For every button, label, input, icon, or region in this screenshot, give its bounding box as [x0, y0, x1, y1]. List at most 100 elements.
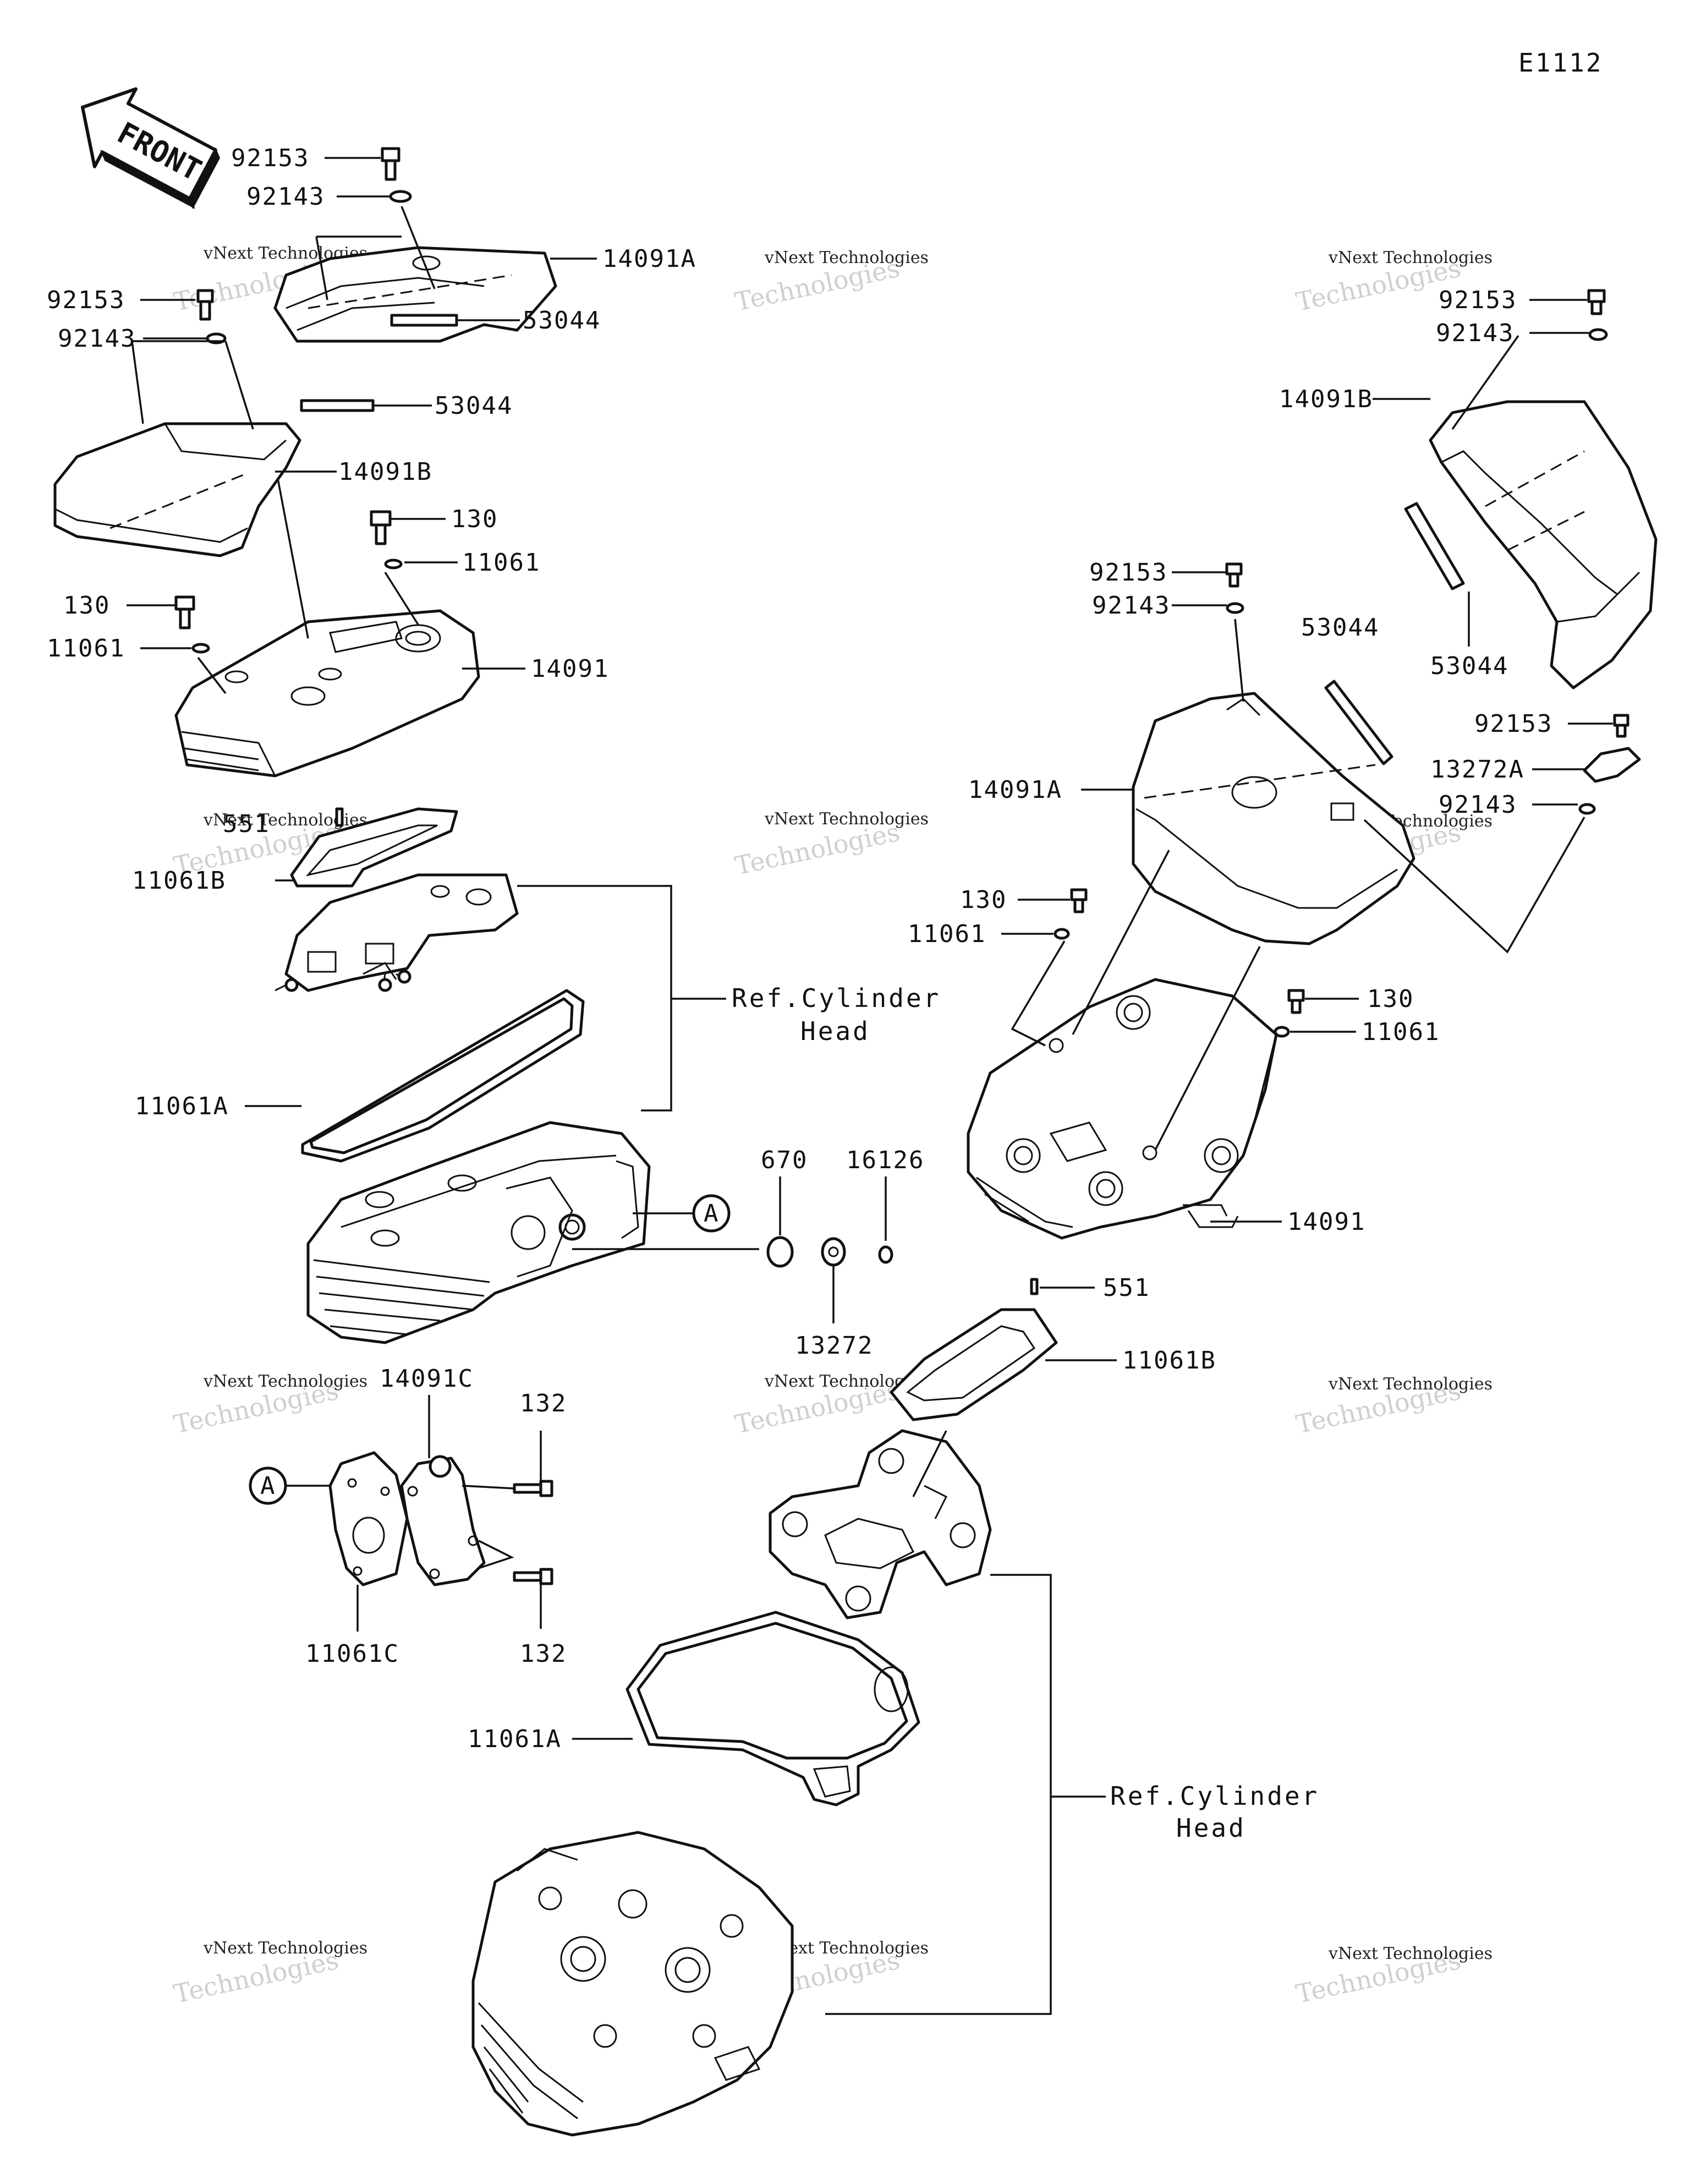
svg-text:vNext Technologies: vNext Technologies: [1328, 248, 1493, 267]
part-label: 16126: [846, 1146, 924, 1174]
part-label: 14091: [1287, 1208, 1365, 1236]
detail-a: A 11061C 14091C 132: [249, 1365, 567, 1668]
part-label: 92153: [1439, 286, 1517, 314]
bolt-icon: [381, 147, 400, 181]
part-label: 53044: [1301, 614, 1379, 642]
part-label: 11061A: [468, 1725, 562, 1753]
part-label: 14091: [531, 655, 609, 683]
gasket-11061b: [890, 1308, 1058, 1421]
cover-14091b: [1429, 400, 1658, 689]
rocker-holder: [769, 1429, 992, 1619]
cylinder-head-left: [306, 1121, 651, 1344]
washer-icon: [1226, 602, 1244, 614]
bolt-icon: [1287, 989, 1305, 1014]
washer-icon: [1578, 803, 1596, 815]
part-label: 92153: [231, 144, 309, 172]
part-label: 130: [63, 592, 110, 620]
pin-551: [1030, 1278, 1039, 1295]
part-label: 551: [1103, 1274, 1150, 1302]
cap-13272: [821, 1237, 846, 1267]
bolt-icon: [513, 1568, 553, 1585]
right-assembly: 92153 92143 14091B 53044 92153 92143: [468, 286, 1658, 2137]
part-label: 132: [520, 1389, 567, 1417]
cover-14091a: [273, 246, 557, 343]
rod-53044: [390, 314, 458, 327]
part-label: 14091A: [602, 245, 696, 273]
svg-text:vNext Technologies: vNext Technologies: [764, 809, 929, 829]
watermark: Technologies vNext Technologies: [732, 248, 929, 317]
part-label: 670: [761, 1146, 808, 1174]
part-label: 130: [1367, 985, 1414, 1013]
svg-text:vNext Technologies: vNext Technologies: [1328, 1944, 1493, 1963]
part-label: 130: [451, 505, 498, 533]
pin-551: [335, 807, 344, 827]
part-label: 92153: [1474, 710, 1552, 738]
svg-text:vNext Technologies: vNext Technologies: [203, 1939, 367, 1958]
bracket-13272a: [1583, 747, 1641, 783]
gasket-11061b: [290, 807, 458, 888]
watermark: Technologies vNext Technologies: [732, 809, 929, 881]
part-label: 92143: [1092, 592, 1170, 620]
cylinder-head-right: [471, 1831, 794, 2137]
part-label: 53044: [435, 392, 513, 420]
marker-label: A: [260, 1472, 276, 1500]
part-label: 92143: [1436, 319, 1514, 347]
watermark: Technologies vNext Technologies: [1293, 1375, 1493, 1439]
marker-label: A: [704, 1200, 720, 1228]
part-label: 11061: [1362, 1018, 1440, 1046]
part-label: 13272: [795, 1332, 873, 1360]
gasket-11061a: [625, 1611, 920, 1807]
bolt-icon: [1613, 714, 1629, 738]
plug-16126: [878, 1245, 893, 1264]
valve-cover-14091: [174, 609, 480, 778]
cover-14091b: [53, 422, 301, 557]
valve-cover-14091: [967, 978, 1278, 1240]
washer-icon: [389, 190, 412, 203]
part-label: 14091B: [338, 458, 432, 486]
diagram-code: E1112: [1518, 48, 1603, 78]
part-label: 11061C: [305, 1640, 399, 1668]
part-label: 11061B: [132, 867, 226, 895]
part-label: 11061: [47, 634, 125, 663]
center-parts: 670 16126 13272: [761, 1146, 924, 1360]
watermark: Technologies vNext Technologies: [171, 1372, 367, 1439]
bolt-icon: [1070, 888, 1088, 913]
washer-icon: [1588, 328, 1608, 341]
part-label: 53044: [1430, 652, 1508, 680]
rocker-holder: [275, 873, 519, 992]
svg-text:vNext Technologies: vNext Technologies: [764, 248, 929, 267]
bolt-icon: [196, 289, 214, 321]
gasket-11061a: [301, 962, 585, 1163]
rod-53044: [1404, 502, 1465, 590]
o-ring-icon: [384, 559, 403, 570]
part-label: 92153: [1089, 559, 1167, 587]
part-label: 14091B: [1279, 385, 1373, 413]
o-ring-icon: [1053, 928, 1070, 940]
part-label: 14091C: [380, 1365, 474, 1393]
part-label: 92143: [1439, 791, 1517, 819]
watermark: Technologies vNext Technologies: [1293, 1944, 1493, 2009]
bolt-icon: [370, 510, 392, 545]
part-label: 132: [520, 1640, 567, 1668]
part-label: 14091A: [968, 776, 1062, 804]
part-label: 130: [960, 886, 1007, 914]
part-label: 92143: [58, 325, 136, 353]
svg-text:vNext Technologies: vNext Technologies: [203, 1372, 367, 1391]
bolt-icon: [513, 1480, 553, 1497]
left-assembly: 92153 92143 14091A 92153 92143: [47, 144, 939, 1344]
part-label: 13272A: [1430, 756, 1524, 784]
bolt-icon: [174, 595, 195, 630]
part-label: 11061: [908, 920, 986, 948]
ref-label: Head: [800, 1016, 870, 1046]
part-label: 92153: [47, 286, 125, 314]
part-label: 11061: [462, 549, 540, 577]
watermark: Technologies vNext Technologies: [732, 1372, 929, 1439]
part-label: 92143: [246, 183, 325, 211]
watermarks: Technologies vNext Technologies Technolo…: [171, 244, 1493, 2009]
part-label: 551: [223, 810, 270, 838]
svg-text:vNext Technologies: vNext Technologies: [1328, 1375, 1493, 1394]
watermark: Technologies vNext Technologies: [171, 1939, 367, 2009]
cover-14091c: [400, 1455, 486, 1586]
part-label: 53044: [523, 306, 601, 335]
